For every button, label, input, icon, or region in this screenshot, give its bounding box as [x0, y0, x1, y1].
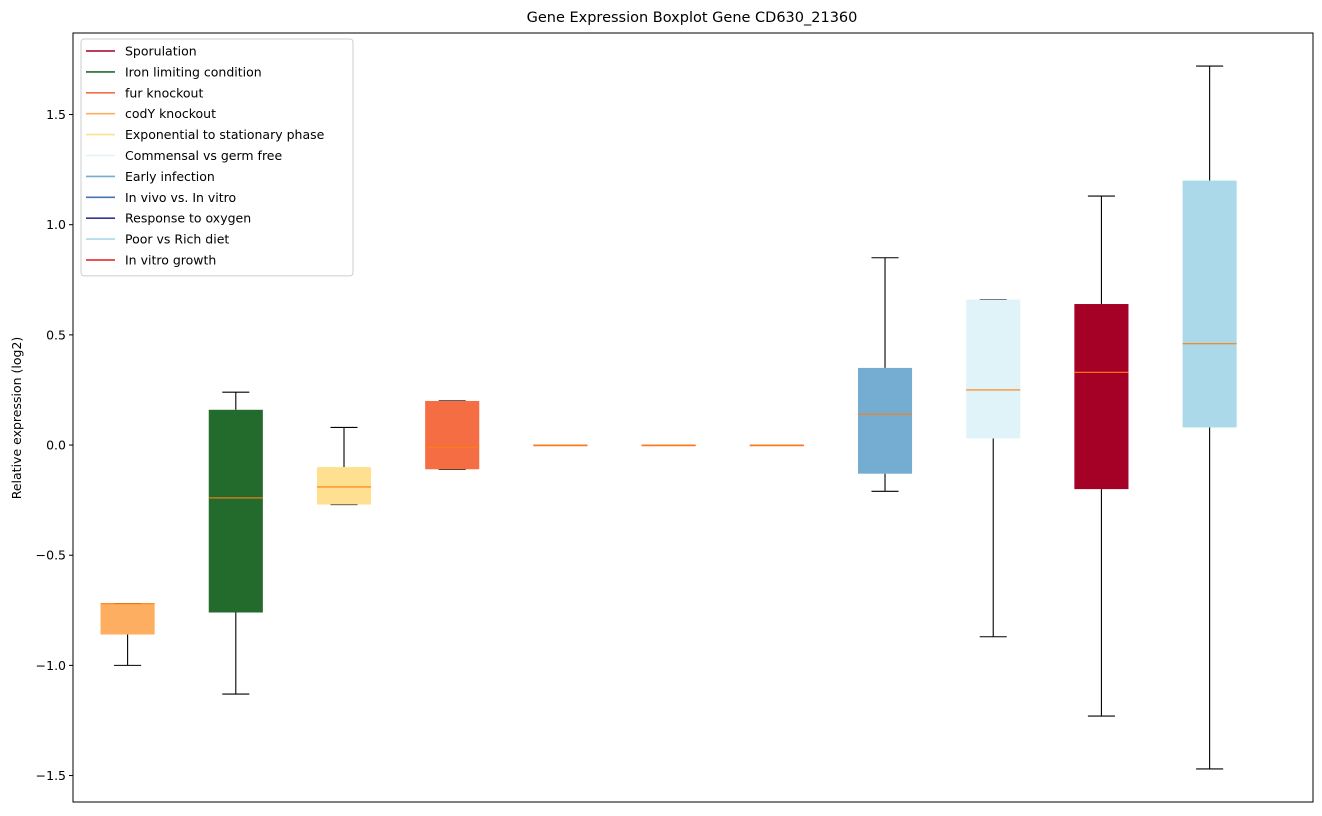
box-8 [857, 257, 913, 492]
box-body [425, 400, 480, 470]
box-6 [641, 444, 696, 447]
box-5 [533, 444, 588, 447]
chart-title: Gene Expression Boxplot Gene CD630_21360 [527, 10, 858, 26]
legend-label: Iron limiting condition [125, 64, 262, 79]
box-7 [749, 444, 804, 447]
legend-label: Exponential to stationary phase [125, 127, 325, 142]
legend-label: fur knockout [125, 85, 203, 100]
box-body [749, 445, 804, 447]
y-tick-label: 1.5 [46, 107, 66, 122]
boxes [100, 65, 1237, 770]
box-body [857, 367, 913, 474]
y-tick-label: 0.5 [46, 327, 66, 342]
y-axis-label: Relative expression (log2) [9, 337, 24, 500]
box-body [208, 409, 263, 613]
box-body [100, 603, 155, 635]
box-1 [100, 603, 155, 666]
legend-label: codY knockout [125, 106, 216, 121]
legend-label: Poor vs Rich diet [125, 232, 229, 247]
plot-frame [72, 32, 1314, 803]
y-tick-label: −0.5 [36, 548, 66, 563]
box-body [641, 445, 696, 447]
y-tick-label: 1.0 [46, 217, 66, 232]
box-9 [966, 299, 1021, 638]
box-4 [425, 400, 480, 470]
y-tick-label: −1.5 [36, 768, 66, 783]
legend-label: Early infection [125, 169, 215, 184]
box-3 [316, 426, 372, 506]
legend-label: In vivo vs. In vitro [125, 190, 236, 205]
box-body [316, 467, 372, 505]
box-body [533, 445, 588, 447]
legend-label: Commensal vs germ free [125, 148, 282, 163]
box-body [1182, 180, 1237, 428]
box-body [1074, 304, 1129, 490]
y-tick-label: −1.0 [36, 658, 66, 673]
legend-label: In vitro growth [125, 253, 216, 268]
box-body [966, 299, 1021, 439]
y-tick-label: 0.0 [46, 438, 66, 453]
box-2 [208, 391, 263, 695]
legend-box [80, 38, 354, 277]
box-11 [1182, 65, 1237, 770]
legend-label: Response to oxygen [125, 211, 251, 226]
y-axis-ticks: −1.5 −1.0 −0.5 0.0 0.5 1.0 1.5 [36, 107, 73, 783]
box-10 [1074, 195, 1129, 717]
legend-label: Sporulation [125, 44, 197, 59]
